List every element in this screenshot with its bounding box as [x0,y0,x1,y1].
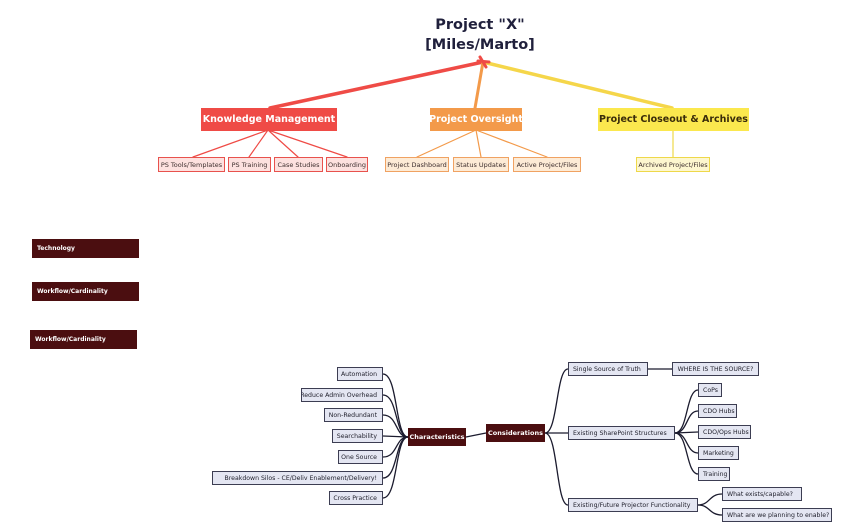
consideration-subitem[interactable]: What are we planning to enable? [722,508,832,522]
hub-considerations[interactable]: Considerations [486,424,545,442]
diagram-title-line1: Project "X" [435,17,525,33]
consideration-item[interactable]: Existing SharePoint Structures [568,426,675,440]
consideration-subitem[interactable]: CDO Hubs [698,404,737,418]
po-child-active-project-files[interactable]: Active Project/Files [513,157,581,172]
branch-knowledge-management[interactable]: Knowledge Management [201,108,337,131]
characteristic-item[interactable]: Automation [337,367,383,381]
side-label-workflow-2[interactable]: Workflow/Cardinality [30,330,137,349]
hub-characteristics[interactable]: Characteristics [408,428,466,446]
characteristic-item[interactable]: Breakdown Silos - CE/Deliv Enablement/De… [212,471,383,485]
consideration-subitem[interactable]: CDO/Ops Hubs [698,425,751,439]
km-child-onboarding[interactable]: Onboarding [326,157,368,172]
consideration-item[interactable]: Single Source of Truth [568,362,648,376]
characteristic-item[interactable]: Reduce Admin Overhead [301,388,383,402]
side-label-workflow-1[interactable]: Workflow/Cardinality [32,282,139,301]
po-child-project-dashboard[interactable]: Project Dashboard [385,157,449,172]
consideration-subitem[interactable]: Marketing [698,446,739,460]
characteristic-item[interactable]: One Source [338,450,383,464]
characteristic-item[interactable]: Searchability [332,429,383,443]
km-child-case-studies[interactable]: Case Studies [274,157,323,172]
pc-child-archived-project-files[interactable]: Archived Project/Files [636,157,710,172]
po-child-status-updates[interactable]: Status Updates [453,157,509,172]
branch-project-closeout[interactable]: Project Closeout & Archives [598,108,749,131]
consideration-subitem[interactable]: CoPs [698,383,722,397]
km-child-ps-tools[interactable]: PS Tools/Templates [158,157,225,172]
consideration-item[interactable]: Existing/Future Projector Functionality [568,498,698,512]
branch-project-oversight[interactable]: Project Oversight [430,108,522,131]
characteristic-item[interactable]: Non-Redundant [324,408,383,422]
side-label-technology[interactable]: Technology [32,239,139,258]
characteristic-item[interactable]: Cross Practice [329,491,383,505]
consideration-subitem[interactable]: Training [698,467,730,481]
characteristics-connectors [382,373,409,499]
top-connectors [192,55,674,158]
consideration-subitem[interactable]: What exists/capable? [722,487,802,501]
consideration-subitem[interactable]: WHERE IS THE SOURCE? [672,362,759,376]
km-child-ps-training[interactable]: PS Training [228,157,271,172]
diagram-title-line2: [Miles/Marto] [425,37,535,53]
